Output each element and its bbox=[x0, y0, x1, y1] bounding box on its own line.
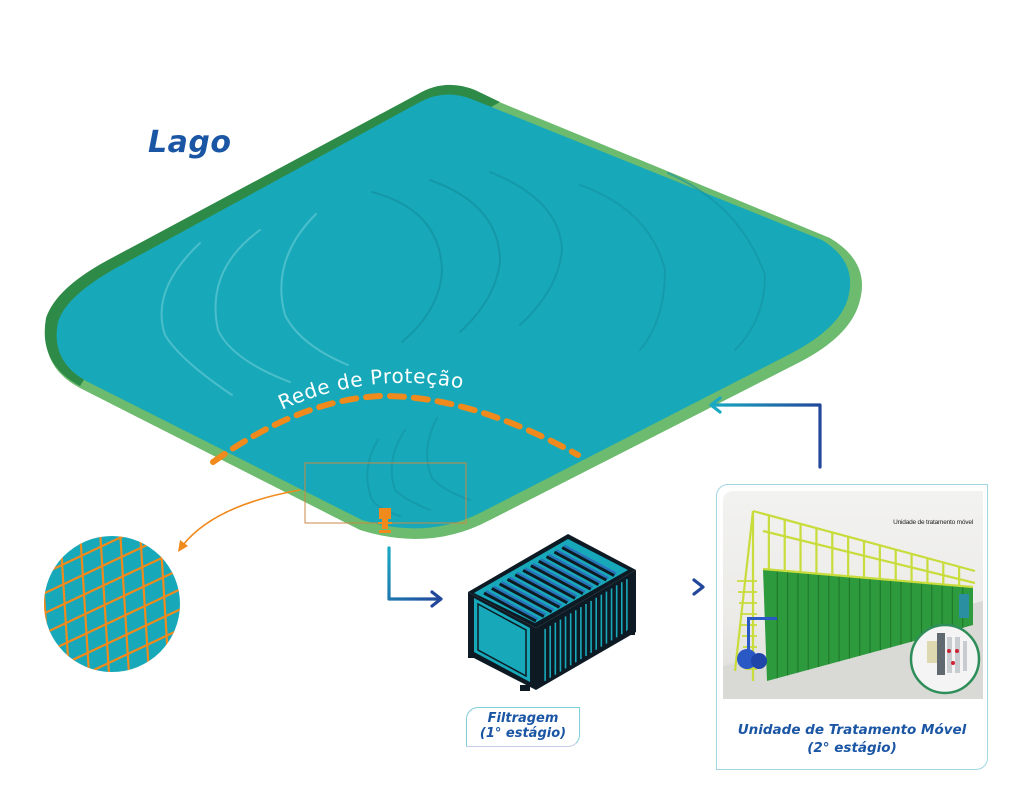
filter-container-icon bbox=[468, 534, 636, 691]
container-slat bbox=[498, 582, 553, 614]
net-mesh-line bbox=[30, 440, 200, 520]
filter-stage-title: Filtragem bbox=[487, 711, 559, 726]
container-slat-blue bbox=[555, 549, 609, 579]
container-slat-blue bbox=[516, 571, 570, 602]
filter-stage-subtitle: (1° estágio) bbox=[479, 726, 567, 741]
lake-title: Lago bbox=[148, 125, 232, 160]
lake bbox=[44, 84, 863, 539]
container-slat-blue bbox=[501, 581, 555, 611]
container-slat bbox=[530, 564, 584, 596]
container-slat-blue bbox=[508, 576, 562, 607]
net-mesh-line bbox=[30, 680, 200, 760]
mobile-unit-subtitle: (2° estágio) bbox=[807, 740, 897, 756]
container-slat bbox=[538, 559, 592, 591]
net-mesh-line bbox=[44, 559, 180, 641]
container-slat bbox=[522, 568, 576, 600]
flow-arrow-lake-to-filter bbox=[387, 546, 443, 608]
detail-arrowhead bbox=[178, 540, 188, 552]
tank-railing bbox=[733, 509, 976, 681]
net-mesh-line bbox=[20, 530, 30, 690]
container-ribs bbox=[544, 579, 628, 681]
mobile-unit-card: Unidade de tratamento móvel Unidade de T… bbox=[716, 484, 988, 770]
protection-net bbox=[210, 392, 581, 465]
net-mesh-line bbox=[44, 536, 180, 541]
container-slat bbox=[506, 578, 561, 609]
container-slat-blue bbox=[493, 585, 547, 616]
net-mesh-line bbox=[200, 530, 210, 690]
mobile-unit-title: Unidade de Tratamento Móvel bbox=[737, 722, 967, 738]
container-slat bbox=[514, 573, 568, 605]
mobile-unit-illustration bbox=[723, 509, 983, 699]
filter-stage-caption: Filtragem (1° estágio) bbox=[466, 707, 580, 747]
container-slat bbox=[491, 587, 545, 618]
container-slat-blue bbox=[563, 544, 617, 575]
container-slat-blue bbox=[548, 553, 602, 584]
lake-water bbox=[56, 94, 851, 529]
net-mesh-line bbox=[44, 536, 180, 601]
container-slat bbox=[483, 591, 537, 623]
container-slat bbox=[553, 550, 608, 582]
container-slat-blue bbox=[524, 567, 578, 598]
container-slat bbox=[561, 546, 615, 577]
tank-ribs bbox=[776, 569, 964, 679]
net-mesh-line bbox=[44, 536, 180, 581]
net-mesh-line bbox=[44, 659, 180, 672]
net-mesh-line bbox=[44, 619, 180, 672]
mobile-unit-photo: Unidade de tratamento móvel bbox=[723, 491, 983, 699]
mobile-unit-photo-label: Unidade de tratamento móvel bbox=[893, 519, 973, 526]
net-mesh-line bbox=[0, 530, 10, 690]
container-slat-blue bbox=[485, 590, 539, 620]
flow-arrow-filter-to-unit bbox=[646, 578, 705, 596]
detail-arrow bbox=[182, 489, 301, 546]
container-slats bbox=[483, 544, 617, 623]
intake-pump-icon bbox=[378, 508, 392, 533]
flow-arrow-unit-to-lake bbox=[709, 396, 822, 469]
container-slat-blue bbox=[532, 562, 586, 593]
equipment-inset bbox=[909, 623, 981, 695]
container-slat bbox=[545, 555, 600, 586]
container-slat-blue bbox=[540, 558, 594, 589]
net-mesh-line bbox=[178, 536, 180, 672]
pump-icon bbox=[737, 617, 777, 669]
